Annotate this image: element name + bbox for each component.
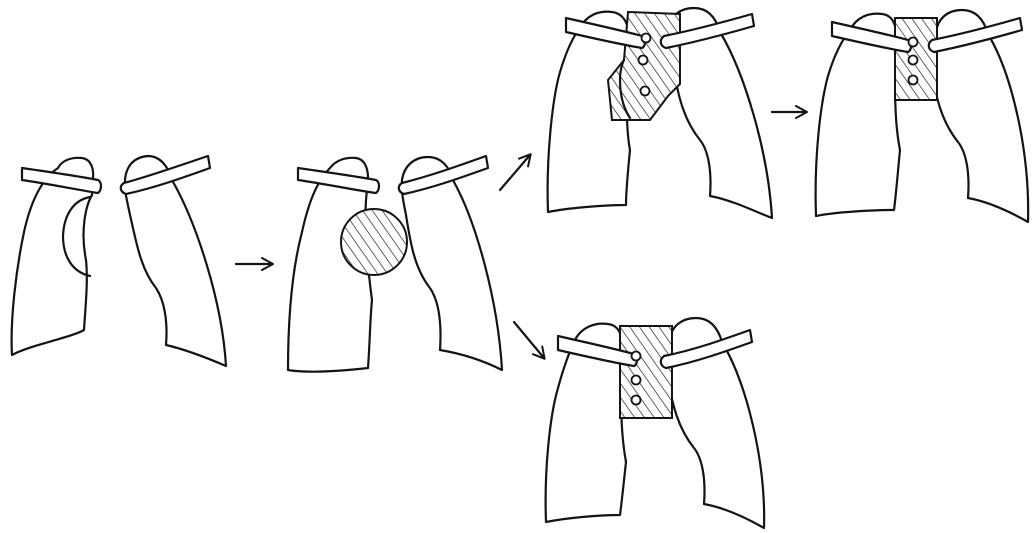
- panel-normal: [12, 156, 226, 366]
- suture: [632, 352, 641, 361]
- suture: [909, 38, 918, 47]
- hatched-patch: [620, 326, 672, 418]
- suture: [909, 76, 918, 85]
- panel-repair-b: [546, 318, 765, 528]
- suture: [632, 396, 641, 405]
- arrow-mass-to-repair-a: [500, 155, 530, 190]
- arrow-mass-to-repair-b: [514, 322, 544, 358]
- panel-repair-a-final: [816, 10, 1029, 222]
- panel-mass: [288, 156, 502, 372]
- panel-repair-a: [548, 8, 772, 218]
- suture: [639, 56, 648, 65]
- suture: [632, 376, 641, 385]
- suture: [641, 87, 650, 96]
- suture: [909, 56, 918, 65]
- hatched-mass: [341, 209, 407, 275]
- suture: [642, 34, 651, 43]
